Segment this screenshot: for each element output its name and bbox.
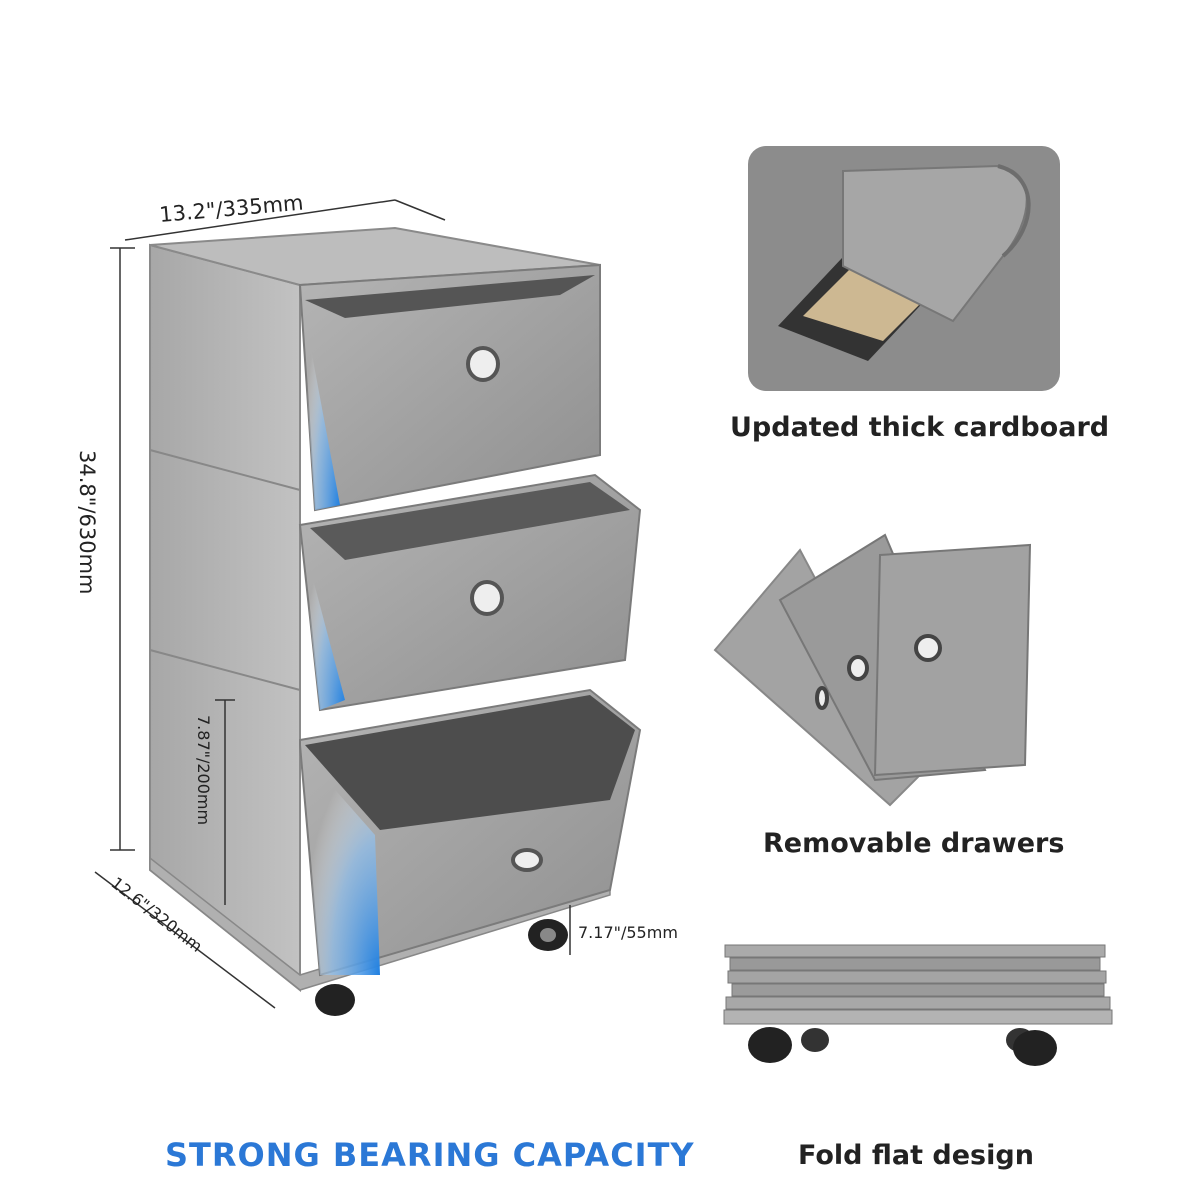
drawer-top — [298, 263, 601, 512]
cabinet-illustration: 13.2"/335mm 34.8"/630mm 12.6"/320mm 7.87… — [75, 190, 678, 1016]
fold-flat-image — [723, 944, 1113, 1066]
wheel-icon — [748, 1027, 792, 1063]
drawer-middle — [298, 473, 642, 712]
drawer-handle-icon — [470, 580, 504, 616]
width-dimension-label: 13.2"/335mm — [158, 190, 304, 227]
wheel-height-label: 7.17"/55mm — [578, 923, 678, 942]
drawer-handle-icon — [511, 848, 543, 872]
height-dimension-label: 34.8"/630mm — [75, 450, 99, 595]
feature-caption-fold: Fold flat design — [798, 1140, 1034, 1171]
handle-hole-icon — [914, 634, 942, 662]
dimension-lines — [94, 199, 571, 1009]
feature-caption-cardboard: Updated thick cardboard — [730, 412, 1110, 443]
cardboard-detail-image — [748, 146, 1060, 391]
feature-caption-drawers: Removable drawers — [763, 828, 1065, 859]
wheel-icon — [315, 919, 568, 1016]
headline: STRONG BEARING CAPACITY — [165, 1136, 695, 1174]
drawer-handle-icon — [466, 346, 500, 382]
drawer-height-label: 7.87"/200mm — [194, 715, 213, 825]
removable-drawers-image — [713, 533, 1032, 807]
drawer-bottom — [299, 688, 642, 977]
cabinet-frame — [149, 226, 611, 993]
